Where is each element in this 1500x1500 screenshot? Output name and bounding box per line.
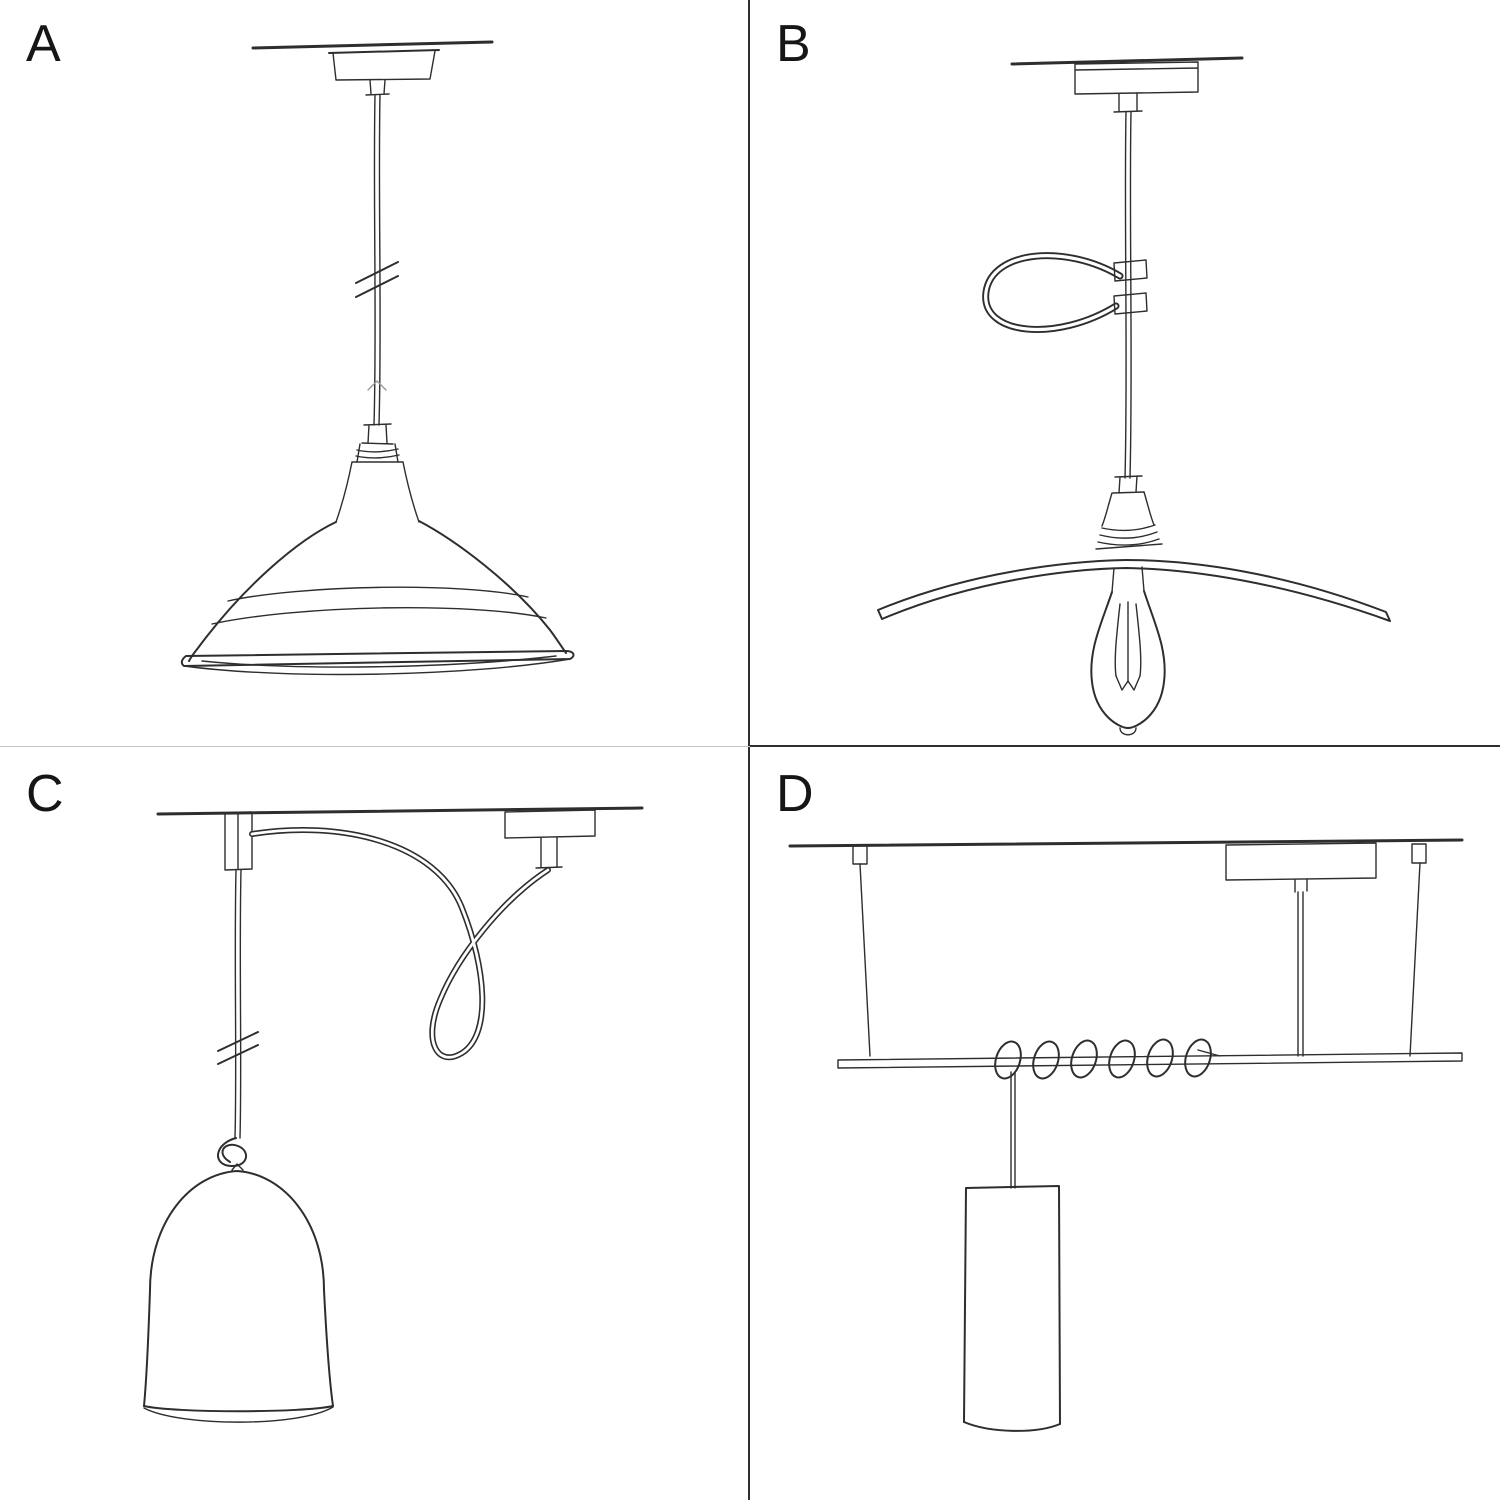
horizontal-divider-left	[0, 746, 750, 747]
panel-c-label: C	[26, 765, 65, 823]
ceiling-rose	[1225, 842, 1377, 893]
panel-a: A	[0, 0, 750, 750]
horizontal-divider-right	[750, 745, 1500, 747]
flat-shade	[877, 559, 1391, 622]
suspension-cables	[852, 843, 1427, 1057]
drop-cord	[1010, 1071, 1016, 1189]
horizontal-bar	[837, 1052, 1463, 1069]
swag-cord	[249, 826, 551, 1061]
cable-hook-loop	[982, 252, 1148, 333]
panel-c: C	[0, 750, 750, 1500]
cylinder-shade	[963, 1185, 1061, 1432]
pendant-hook-flat-shade-bulb-sketch-icon	[877, 56, 1391, 736]
ceiling-line	[788, 838, 1464, 848]
ceiling-rose	[328, 49, 440, 96]
lamp-holder	[1095, 475, 1163, 550]
swag-pendant-bell-shade-sketch-icon	[143, 806, 644, 1423]
lamp-holder	[335, 423, 420, 523]
panel-d-label: D	[776, 765, 815, 823]
cable-bar-cylinder-shade-sketch-icon	[788, 838, 1464, 1432]
ceiling-hook	[224, 811, 253, 871]
pendant-cord	[355, 94, 399, 426]
drop-cord	[217, 869, 259, 1168]
ceiling-rose	[1074, 61, 1199, 113]
bell-shade	[143, 1163, 334, 1423]
panel-b: B	[750, 0, 1500, 750]
ceiling-rose	[504, 809, 596, 869]
ceiling-line	[1010, 56, 1244, 66]
light-bulb	[1090, 566, 1166, 736]
wrapped-cord-coil	[994, 1038, 1221, 1080]
industrial-shade	[180, 520, 575, 676]
pendant-cord	[1124, 111, 1132, 479]
vertical-divider	[748, 0, 750, 1500]
ceiling-line	[251, 40, 494, 50]
center-rod	[1297, 891, 1304, 1057]
panel-b-label: B	[776, 15, 812, 73]
pendant-industrial-shade-sketch-icon	[180, 40, 575, 676]
panel-d: D	[750, 750, 1500, 1500]
panel-a-label: A	[26, 15, 62, 73]
